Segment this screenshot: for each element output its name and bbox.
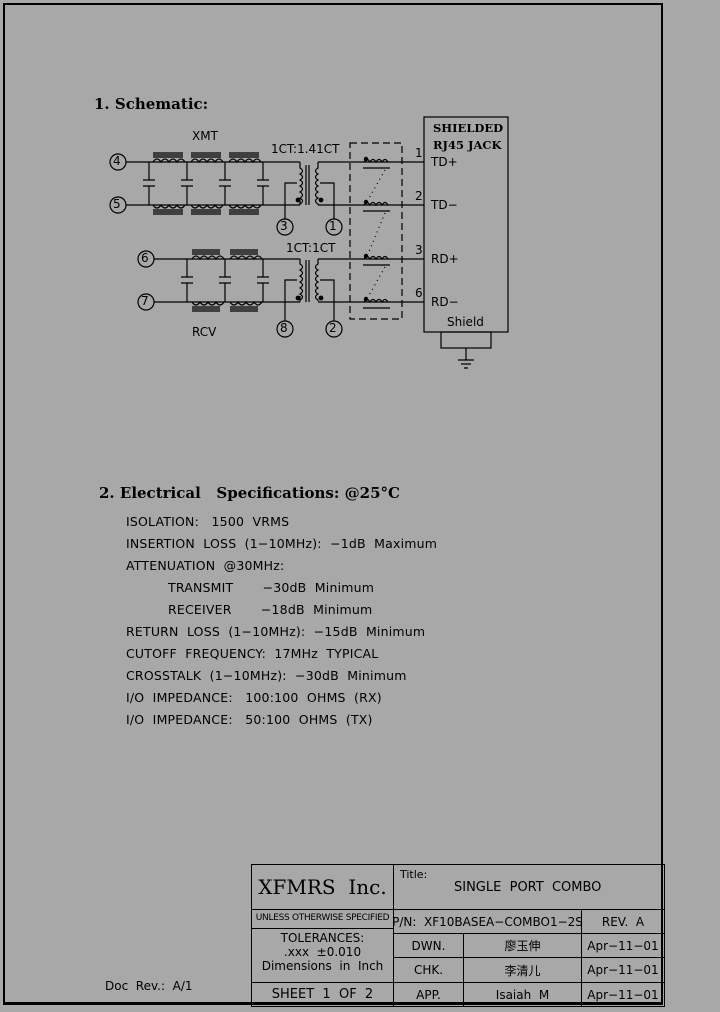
part-number: P/N: XF10BASEA−COMBO1−2S: [392, 909, 583, 934]
jack-pin-3-label: RD+: [431, 252, 459, 266]
tolerance-cell: UNLESS OTHERWISE SPECIFIED TOLERANCES: .…: [251, 909, 394, 983]
spec-receiver: RECEIVER −18dB Minimum: [168, 602, 373, 617]
jack-title-line1: SHIELDED: [433, 121, 504, 135]
approved-by-name: Isaiah M: [463, 982, 582, 1007]
jack-pin-6-num: 6: [415, 286, 423, 300]
tolerance-value: .xxx ±0.010: [283, 945, 362, 959]
company-name: XFMRS Inc.: [251, 864, 394, 910]
drawing-title: SINGLE PORT COMBO: [454, 880, 602, 895]
title-block: XFMRS Inc. Title: SINGLE PORT COMBO UNLE…: [251, 864, 665, 1007]
spec-insertion-loss: INSERTION LOSS (1−10MHz): −1dB Maximum: [126, 536, 438, 551]
jack-pin-2-num: 2: [415, 189, 423, 203]
jack-pin-1-num: 1: [415, 146, 423, 160]
checked-by-label: CHK.: [393, 957, 464, 983]
pin-2-label: 2: [329, 321, 337, 335]
revision: REV. A: [581, 909, 665, 934]
drawn-by-name: 廖玉伸: [463, 933, 582, 958]
spec-isolation: ISOLATION: 1500 VRMS: [126, 514, 290, 529]
tx-turns-ratio: 1CT:1.41CT: [271, 142, 340, 156]
jack-pin-3-num: 3: [415, 243, 423, 257]
spec-return-loss: RETURN LOSS (1−10MHz): −15dB Minimum: [126, 624, 426, 639]
jack-pin-1-label: TD+: [431, 155, 458, 169]
spec-impedance-tx: I/O IMPEDANCE: 50:100 OHMS (TX): [126, 712, 373, 727]
schematic-diagram: [109, 116, 509, 369]
spec-cutoff: CUTOFF FREQUENCY: 17MHz TYPICAL: [126, 646, 379, 661]
xmt-label: XMT: [192, 129, 218, 143]
rcv-label: RCV: [192, 325, 217, 339]
pin-8-label: 8: [280, 321, 288, 335]
rx-turns-ratio: 1CT:1CT: [286, 241, 336, 255]
unless-note: UNLESS OTHERWISE SPECIFIED: [255, 913, 390, 923]
pin-3-label: 3: [280, 219, 288, 233]
checked-by-name: 李清儿: [463, 957, 582, 983]
pin-circles: [109, 153, 343, 338]
jack-shield-label: Shield: [447, 315, 484, 329]
drawing-border: [3, 3, 663, 1005]
pin-5-label: 5: [113, 197, 121, 211]
title-cell: Title: SINGLE PORT COMBO: [393, 864, 665, 910]
spec-transmit: TRANSMIT −30dB Minimum: [168, 580, 375, 595]
pin-4-label: 4: [113, 154, 121, 168]
pin-7-label: 7: [141, 294, 149, 308]
drawn-by-label: DWN.: [393, 933, 464, 958]
dimensions-unit: Dimensions in Inch: [261, 959, 384, 973]
title-label: Title:: [400, 868, 428, 881]
pin-1-label: 1: [329, 219, 337, 233]
pin-6-label: 6: [141, 251, 149, 265]
drawn-date: Apr−11−01: [581, 933, 665, 958]
approved-date: Apr−11−01: [581, 982, 665, 1007]
doc-revision: Doc Rev.: A/1: [105, 979, 193, 993]
spec-impedance-rx: I/O IMPEDANCE: 100:100 OHMS (RX): [126, 690, 382, 705]
jack-pin-2-label: TD−: [431, 198, 458, 212]
approved-by-label: APP.: [393, 982, 464, 1007]
jack-pin-6-label: RD−: [431, 295, 459, 309]
specs-heading: 2. Electrical Specifications: @25°C: [99, 484, 400, 502]
spec-attenuation: ATTENUATION @30MHz:: [126, 558, 285, 573]
schematic-heading: 1. Schematic:: [94, 95, 209, 113]
sheet-number: SHEET 1 OF 2: [251, 982, 394, 1007]
checked-date: Apr−11−01: [581, 957, 665, 983]
spec-crosstalk: CROSSTALK (1−10MHz): −30dB Minimum: [126, 668, 407, 683]
tolerances-label: TOLERANCES:: [252, 928, 393, 945]
jack-title-line2: RJ45 JACK: [433, 138, 502, 152]
